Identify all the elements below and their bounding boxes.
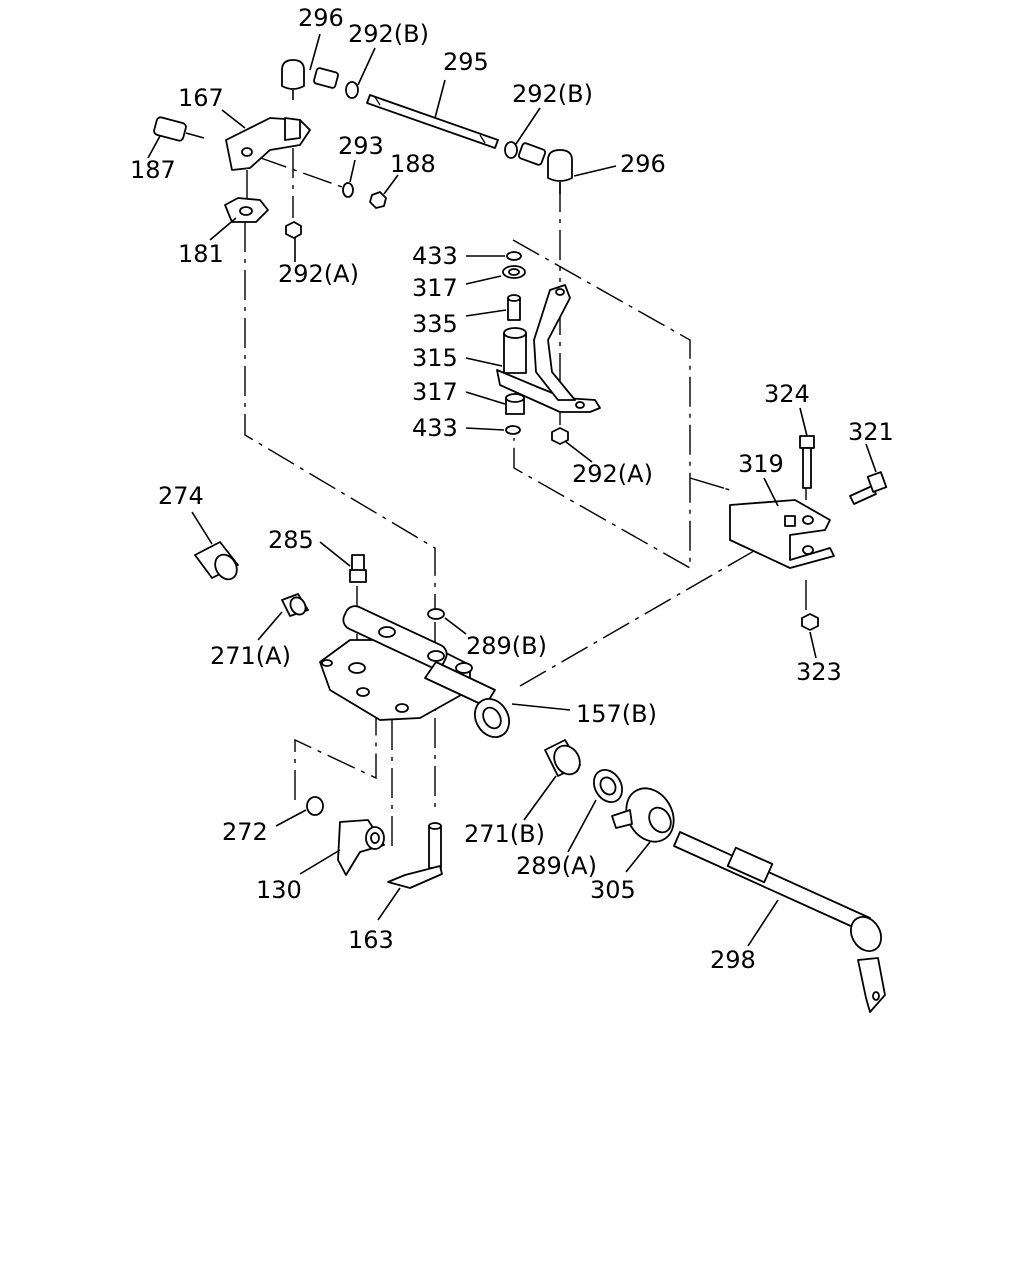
bush-317-top [502, 265, 526, 279]
bracket-167 [225, 117, 311, 171]
label-272: 272 [222, 818, 268, 846]
label-296-left: 296 [298, 4, 344, 32]
fitting-285 [349, 554, 367, 583]
selector-305 [611, 787, 675, 843]
housing-157b [319, 605, 510, 738]
label-295: 295 [443, 48, 489, 76]
ring-289b [427, 608, 445, 620]
label-433-bottom: 433 [412, 414, 458, 442]
bolt-187 [153, 116, 205, 142]
label-319: 319 [738, 450, 784, 478]
label-289b: 289(B) [466, 632, 547, 660]
label-296-right: 296 [620, 150, 666, 178]
sleeve-335 [507, 294, 521, 321]
detent-130 [337, 819, 385, 876]
label-323: 323 [796, 658, 842, 686]
plate-181 [224, 197, 269, 223]
part-labels: 296 292(B) 295 167 292(B) 187 293 188 29… [130, 4, 894, 974]
bolt-321 [849, 471, 888, 505]
oring-433-top [506, 251, 522, 261]
lever-163 [387, 822, 443, 889]
label-317-top: 317 [412, 274, 458, 302]
label-285: 285 [268, 526, 314, 554]
label-289a: 289(A) [516, 852, 597, 880]
oring-433-bottom [505, 425, 521, 435]
label-292a-mid: 292(A) [572, 460, 653, 488]
ball-joint-296-right [517, 142, 573, 194]
label-317-bottom: 317 [412, 378, 458, 406]
label-271b: 271(B) [464, 820, 545, 848]
label-274: 274 [158, 482, 204, 510]
label-187: 187 [130, 156, 176, 184]
label-292b-left: 292(B) [348, 20, 429, 48]
assembly-lines [244, 148, 807, 848]
label-305: 305 [590, 876, 636, 904]
label-321: 321 [848, 418, 894, 446]
bush-317-bottom [505, 393, 525, 415]
sleeve-271b [544, 739, 581, 777]
label-335: 335 [412, 310, 458, 338]
oring-272 [306, 796, 324, 816]
nut-188 [369, 191, 387, 209]
label-324: 324 [764, 380, 810, 408]
washer-293 [342, 182, 354, 198]
label-293: 293 [338, 132, 384, 160]
label-292b-right: 292(B) [512, 80, 593, 108]
leader-lines [147, 33, 877, 947]
bush-271a [281, 593, 309, 617]
label-433-top: 433 [412, 242, 458, 270]
label-271a: 271(A) [210, 642, 291, 670]
label-157b: 157(B) [576, 700, 657, 728]
bracket-319 [729, 499, 835, 569]
nut-292a-mid [551, 427, 569, 445]
label-163: 163 [348, 926, 394, 954]
nut-292b-right [504, 141, 518, 159]
rod-295 [366, 94, 499, 149]
label-167: 167 [178, 84, 224, 112]
ball-joint-296-left [281, 59, 339, 100]
bolt-324 [799, 435, 815, 489]
label-292a-top: 292(A) [278, 260, 359, 288]
sleeve-274 [194, 541, 239, 581]
nut-323 [801, 613, 819, 631]
label-188: 188 [390, 150, 436, 178]
label-315: 315 [412, 344, 458, 372]
nut-292b-left [345, 81, 359, 99]
nut-292a-top [285, 221, 302, 239]
shaft-298 [673, 831, 886, 1013]
label-130: 130 [256, 876, 302, 904]
label-181: 181 [178, 240, 224, 268]
lever-315 [496, 284, 601, 413]
ring-289a [592, 769, 624, 803]
label-298: 298 [710, 946, 756, 974]
